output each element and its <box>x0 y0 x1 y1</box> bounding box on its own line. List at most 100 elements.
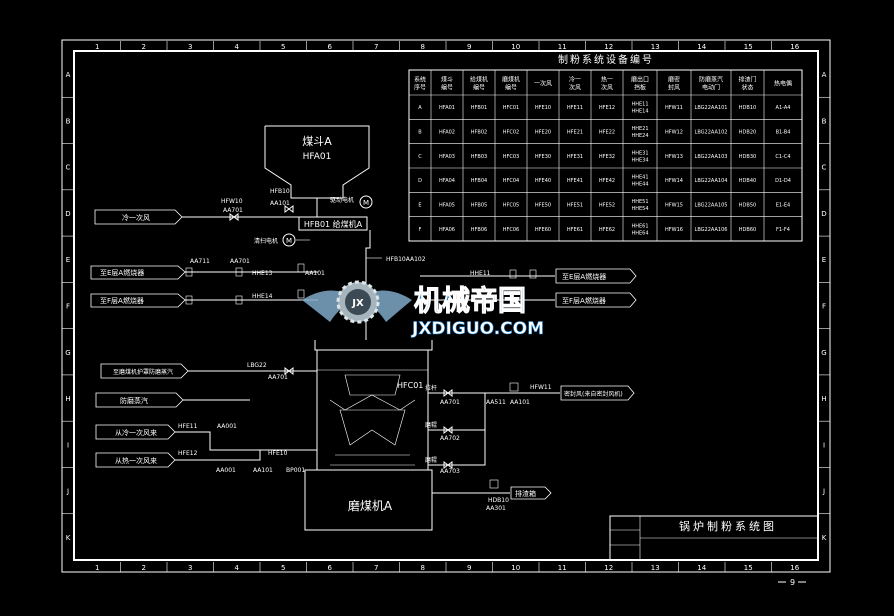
tag-hfw10: HFW10 <box>221 198 243 205</box>
column-marker: 11 <box>558 564 567 572</box>
table-cell: HFE50 <box>535 203 551 209</box>
tag-aa701-c: AA701 <box>268 374 288 381</box>
discharge-label: 排渣箱 <box>515 489 536 498</box>
column-marker: 16 <box>790 564 799 572</box>
tag-hdb10: HDB10 <box>488 497 509 504</box>
table-cell: HFC04 <box>503 178 520 184</box>
tag-aa101: AA101 <box>270 200 290 207</box>
table-cell: HFE31 <box>567 154 583 160</box>
row-marker: J <box>822 488 825 496</box>
table-title: 制粉系统设备编号 <box>558 53 654 66</box>
table-cell: LBG22AA101 <box>695 105 728 111</box>
tag-aa711-a: AA711 <box>190 258 210 265</box>
burner-f2-label: 至F层A燃烧器 <box>562 296 606 305</box>
column-marker: 6 <box>328 43 333 51</box>
table-header-cell: 热一次风 <box>601 76 613 92</box>
table-cell: F1-F4 <box>776 227 790 233</box>
table-cell: HFA02 <box>439 130 455 136</box>
cold-primary-label: 从冷一次风来 <box>115 428 157 437</box>
table-cell: HFE12 <box>599 105 615 111</box>
row-marker: A <box>66 71 71 79</box>
table-cell: HFB01 <box>471 105 487 111</box>
table-cell: HFE21 <box>567 130 583 136</box>
burner-e2-label: 至E层A燃烧器 <box>562 272 606 281</box>
table-header-cell: 系统序号 <box>414 76 426 92</box>
table-cell: HFA06 <box>439 227 455 233</box>
column-marker: 10 <box>511 43 520 51</box>
watermark: JX 机械帝国 JXDIGUO.COM <box>302 280 544 339</box>
mill-label: 磨煤机A <box>348 499 393 513</box>
row-marker: A <box>822 71 827 79</box>
table-cell: LBG22AA104 <box>695 178 728 184</box>
table-cell: HFW11 <box>665 105 683 111</box>
watermark-badge: JX <box>351 298 364 309</box>
tag-aa511: AA511 <box>486 399 506 406</box>
tag-hfe12: HFE12 <box>178 450 198 457</box>
row-marker: C <box>66 164 71 172</box>
burner-lines-right: 至E层A燃烧器 至F层A燃烧器 HHE11 <box>420 268 637 308</box>
table-cell: HFA01 <box>439 105 455 111</box>
tag-aa701-d: AA701 <box>440 399 460 406</box>
table-header-cell: 冷一次风 <box>569 76 581 92</box>
column-marker: 3 <box>188 564 192 572</box>
discharge-line: 排渣箱 HDB10 AA301 <box>432 479 552 512</box>
tag-hfb10a102: HFB10AA102 <box>386 256 426 263</box>
table-cell: C1-C4 <box>775 154 790 160</box>
row-marker: B <box>66 117 71 125</box>
table-cell: LBG22AA103 <box>695 154 728 160</box>
table-cell: HFB05 <box>471 203 487 209</box>
title-block: 锅炉制粉系统图 <box>609 515 819 561</box>
tag-aa101-d: AA101 <box>510 399 530 406</box>
seal-air-lines: 密封风(来自密封风机) 拉杆 磨辊 磨辊 AA701 AA702 AA703 A… <box>425 382 635 475</box>
primary-air-lines: 从冷一次风来 从热一次风来 HFE11 AA001 HFE12 AA001 HF… <box>95 423 317 474</box>
tag-hhe13: HHE13 <box>252 270 273 277</box>
row-marker: J <box>66 488 69 496</box>
column-marker: 7 <box>374 43 378 51</box>
table-cell: LBG22AA106 <box>695 227 728 233</box>
tag-aa701: AA701 <box>223 207 243 214</box>
tag-aa101-c: AA101 <box>253 467 273 474</box>
table-cell: LBG22AA102 <box>695 130 728 136</box>
table-cell: HFE20 <box>535 130 551 136</box>
row-marker: D <box>821 210 826 218</box>
table-cell: E1-E4 <box>776 203 791 209</box>
svg-text:M: M <box>363 199 369 207</box>
tag-bp001: BP001 <box>286 467 305 474</box>
table-cell: HFE60 <box>535 227 551 233</box>
table-cell: HDB60 <box>739 227 756 233</box>
coal-feeder: HFB01 给煤机A M 驱动电机 M 清扫电机 HFB10AA102 <box>254 195 426 340</box>
table-cell: HFW12 <box>665 130 683 136</box>
table-cell: HDB30 <box>739 154 756 160</box>
table-header-cell: 热电偶 <box>774 80 792 88</box>
column-marker: 2 <box>142 564 146 572</box>
table-cell: HFB02 <box>471 130 487 136</box>
hopper-label: 煤斗A <box>302 135 332 148</box>
column-marker: 3 <box>188 43 192 51</box>
table-cell: E <box>418 203 421 209</box>
tag-aa101-b: AA101 <box>305 270 325 277</box>
row-marker: I <box>67 441 69 449</box>
table-cell: HFA05 <box>439 203 455 209</box>
tag-aa001-b: AA001 <box>216 467 236 474</box>
table-cell: HDB50 <box>739 203 756 209</box>
row-marker: K <box>66 534 71 542</box>
tag-hfe11: HFE11 <box>178 423 198 430</box>
row-marker: I <box>823 441 825 449</box>
table-cell: HFE41 <box>567 178 583 184</box>
table-cell: HFB06 <box>471 227 487 233</box>
table-cell: HFA04 <box>439 178 455 184</box>
equipment-table: 制粉系统设备编号 系统序号煤斗编号给煤机编号磨煤机编号一次风冷一次风热一次风磨出… <box>408 53 803 242</box>
steam-anti-label: 防磨蒸汽 <box>120 396 148 405</box>
column-marker: 12 <box>604 564 613 572</box>
column-marker: 8 <box>421 564 425 572</box>
row-marker: F <box>66 303 70 311</box>
column-marker: 1 <box>95 564 99 572</box>
table-cell: HFE10 <box>535 105 551 111</box>
table-header-cell: 煤斗编号 <box>441 76 453 92</box>
table-cell: HFE51 <box>567 203 583 209</box>
